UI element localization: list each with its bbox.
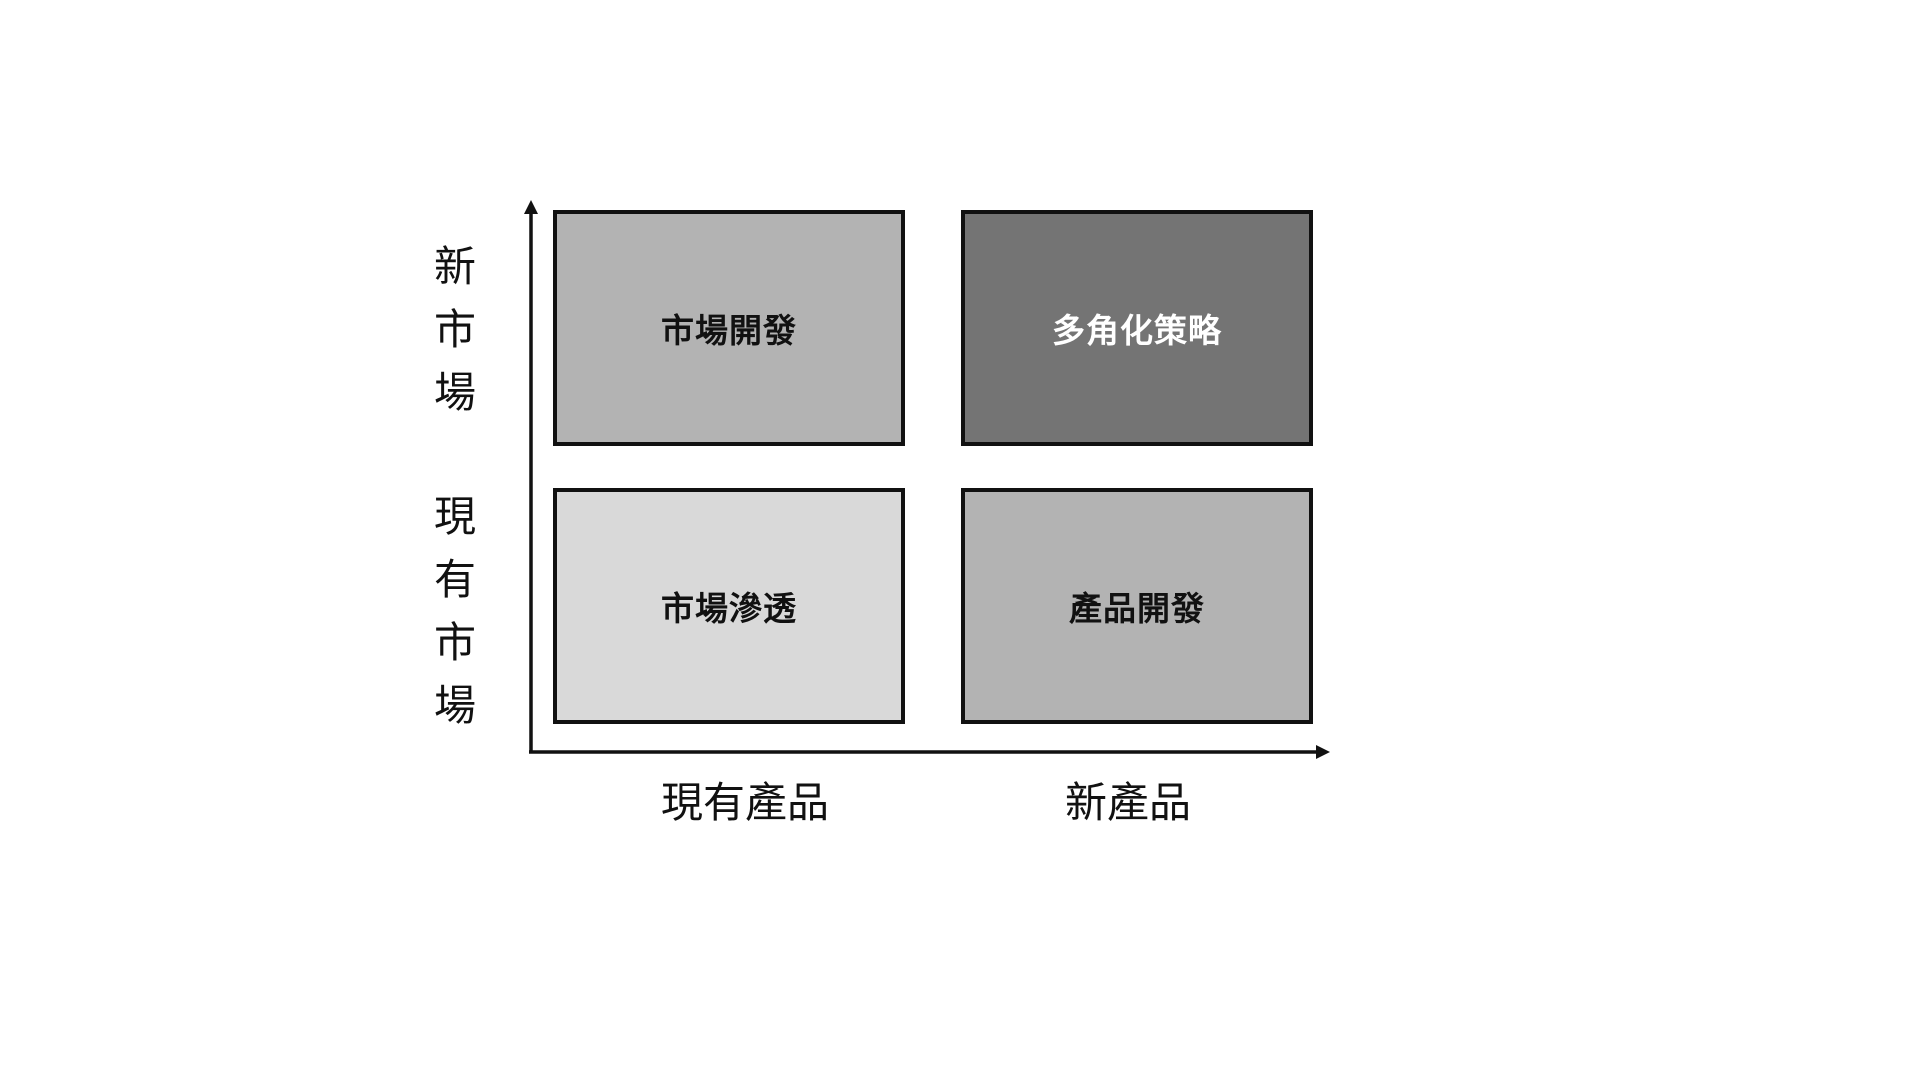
quadrant-market-development: 市場開發 xyxy=(553,210,905,446)
y-axis-label-char: 有 xyxy=(433,555,476,604)
x-axis-arrowhead xyxy=(1316,745,1330,759)
x-axis-label-new-product: 新產品 xyxy=(1064,778,1191,827)
y-axis-label-char: 市 xyxy=(433,305,476,354)
quadrant-market-penetration: 市場滲透 xyxy=(553,488,905,724)
y-axis-label-new-market: 新市場 xyxy=(420,235,490,424)
quadrant-diversification: 多角化策略 xyxy=(961,210,1313,446)
y-axis-arrowhead xyxy=(524,200,538,214)
quadrant-label: 產品開發 xyxy=(1069,589,1205,628)
y-axis-label-existing-market: 現有市場 xyxy=(420,485,490,737)
y-axis-label-char: 場 xyxy=(433,368,476,417)
y-axis-label-char: 現 xyxy=(433,492,476,541)
y-axis-label-char: 場 xyxy=(433,681,476,730)
x-axis-label-existing-product: 現有產品 xyxy=(660,778,829,827)
quadrant-label: 市場開發 xyxy=(661,311,797,350)
quadrant-label: 多角化策略 xyxy=(1052,311,1222,350)
quadrant-product-development: 產品開發 xyxy=(961,488,1313,724)
quadrant-label: 市場滲透 xyxy=(661,589,797,628)
y-axis-label-char: 市 xyxy=(433,618,476,667)
y-axis-label-char: 新 xyxy=(433,242,476,291)
